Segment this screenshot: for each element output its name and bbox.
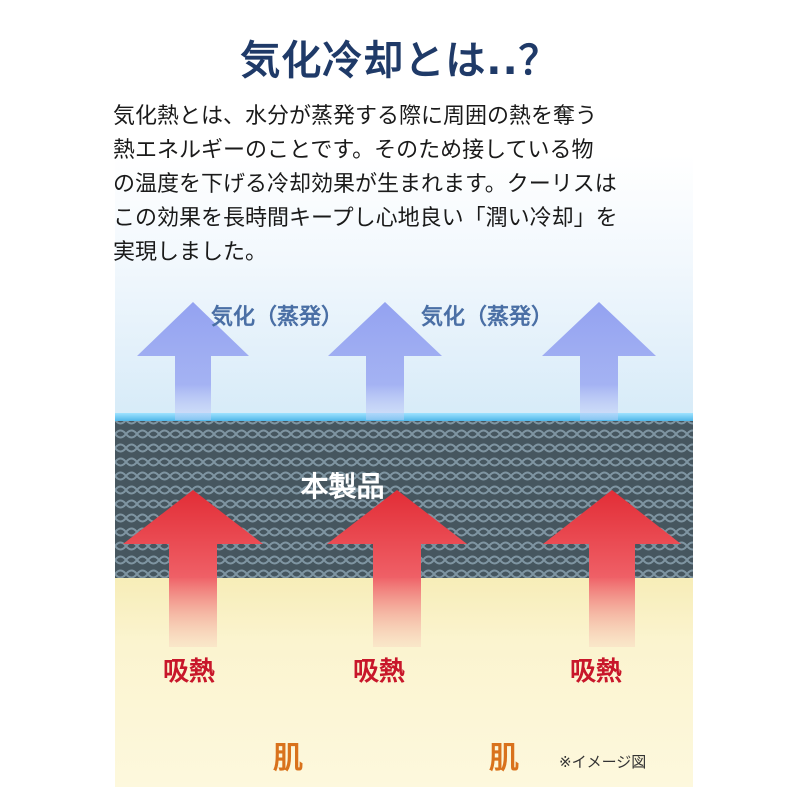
heat-arrow-icon (543, 490, 681, 647)
description-line: の温度を下げる冷却効果が生まれます。クーリスは (113, 172, 617, 197)
description-line: 熱エネルギーのことです。そのため接している物 (113, 138, 594, 163)
vapor-arrow-icon (542, 302, 656, 420)
vapor-label: 気化（蒸発） (211, 305, 344, 330)
vapor-arrow-icon (328, 302, 442, 420)
description-line: この効果を長時間キープし心地良い「潤い冷却」を (113, 206, 618, 231)
skin-label: 肌 (489, 741, 519, 776)
absorb-label: 吸熱 (570, 657, 623, 687)
description-line: 気化熱とは、水分が蒸発する際に周囲の熱を奪う (113, 104, 598, 129)
product-label: 本製品 (300, 470, 385, 503)
heat-arrow-icon (123, 490, 263, 647)
absorb-label: 吸熱 (163, 657, 216, 687)
description: 気化熱とは、水分が蒸発する際に周囲の熱を奪う 熱エネルギーのことです。そのため接… (113, 100, 703, 270)
absorb-label: 吸熱 (353, 657, 406, 687)
cooling-diagram: 気化（蒸発） 気化（蒸発） 本製品 吸熱 吸熱 吸熱 肌 肌 ※イメージ図 (115, 155, 693, 787)
skin-label: 肌 (273, 741, 303, 776)
heat-arrow-icon (327, 490, 467, 647)
arrows (123, 302, 681, 647)
image-note: ※イメージ図 (559, 753, 647, 771)
page-title: 気化冷却とは..？ (240, 38, 560, 84)
description-line: 実現しました。 (113, 240, 268, 265)
vapor-label: 気化（蒸発） (421, 305, 554, 330)
vapor-arrow-icon (137, 302, 249, 420)
